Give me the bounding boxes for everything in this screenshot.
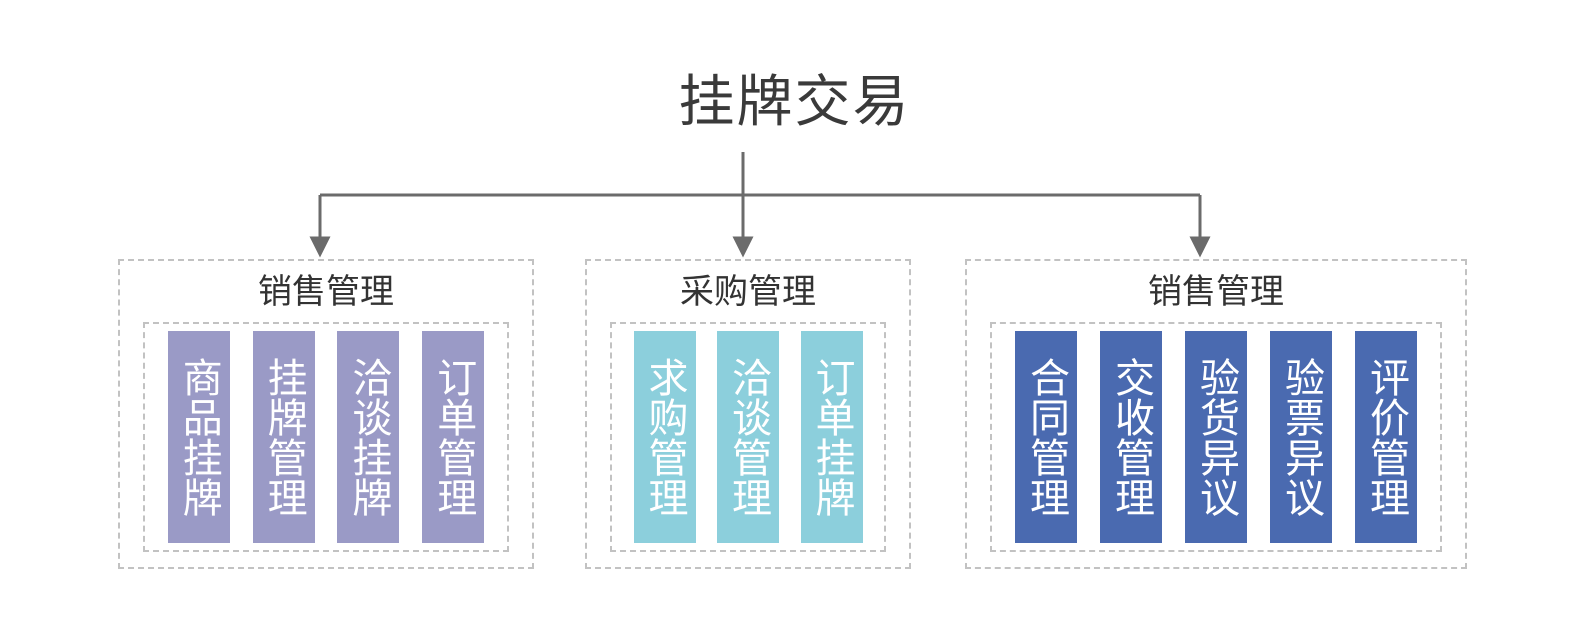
item-label: 验票异议 [1279,357,1323,517]
group-title: 销售管理 [1148,273,1284,311]
group-items-container: 商品挂牌 挂牌管理 洽谈挂牌 订单管理 [143,322,509,552]
group-title: 销售管理 [258,273,394,311]
group-items-container: 求购管理 洽谈管理 订单挂牌 [610,322,886,552]
group-title: 采购管理 [680,273,816,311]
item-card[interactable]: 洽谈挂牌 [337,331,400,543]
item-card[interactable]: 评价管理 [1355,331,1417,543]
item-label: 评价管理 [1364,357,1408,517]
item-card[interactable]: 验货异议 [1185,331,1247,543]
item-card[interactable]: 订单挂牌 [800,331,863,543]
root-node-title: 挂牌交易 [678,70,911,133]
item-label: 商品挂牌 [176,357,221,517]
item-card[interactable]: 验票异议 [1270,331,1332,543]
item-card[interactable]: 合同管理 [1015,331,1077,543]
item-label: 洽谈管理 [726,357,770,517]
item-card[interactable]: 交收管理 [1100,331,1162,543]
item-label: 求购管理 [642,357,687,517]
group-items-container: 合同管理 交收管理 验货异议 验票异议 评价管理 [990,322,1442,552]
item-card[interactable]: 挂牌管理 [252,331,315,543]
item-card[interactable]: 洽谈管理 [717,331,779,543]
item-label: 订单管理 [431,357,476,517]
item-label: 洽谈挂牌 [346,357,391,517]
group-procurement-management[interactable]: 采购管理 求购管理 洽谈管理 订单挂牌 [585,259,911,569]
item-card[interactable]: 订单管理 [422,331,485,543]
item-label: 验货异议 [1194,357,1238,517]
group-sales-management-1[interactable]: 销售管理 商品挂牌 挂牌管理 洽谈挂牌 订单管理 [118,259,534,569]
item-card[interactable]: 求购管理 [633,331,696,543]
item-label: 订单挂牌 [809,357,854,517]
group-sales-management-2[interactable]: 销售管理 合同管理 交收管理 验货异议 验票异议 评价管理 [965,259,1467,569]
item-label: 合同管理 [1024,357,1068,517]
item-card[interactable]: 商品挂牌 [167,331,230,543]
item-label: 挂牌管理 [261,357,306,517]
item-label: 交收管理 [1109,357,1153,517]
